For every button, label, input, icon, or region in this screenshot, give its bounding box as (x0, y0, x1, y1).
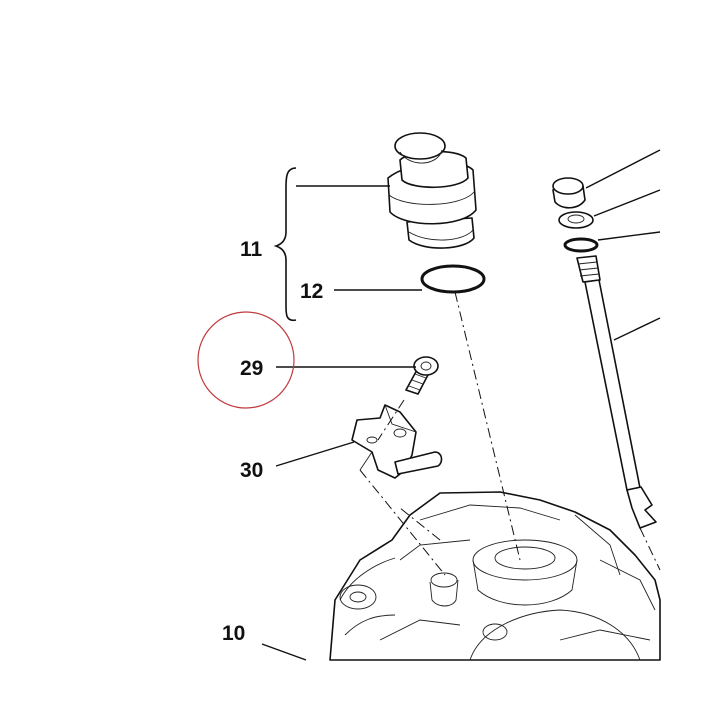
highlight-circle (197, 311, 295, 409)
callout-29: 29 (240, 357, 263, 380)
callout-30: 30 (240, 459, 263, 482)
callout-10: 10 (222, 622, 245, 645)
housing-part-10 (329, 491, 661, 661)
bracket-part-30 (351, 404, 443, 479)
callout-12: 12 (300, 280, 323, 303)
callout-11: 11 (240, 238, 263, 261)
screw-part-29 (405, 356, 439, 395)
right-bolt-stack (552, 177, 657, 529)
cap-assembly-part-11 (387, 132, 477, 249)
o-ring-part-12 (420, 264, 486, 294)
